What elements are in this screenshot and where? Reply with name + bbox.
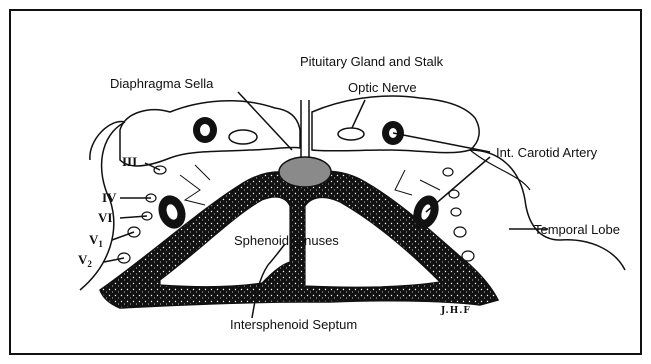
- pituitary-gland: [279, 157, 331, 187]
- label-nerve-4: IV: [102, 190, 117, 205]
- label-nerve-v1: V1: [89, 232, 103, 249]
- artist-signature: J.H.F: [440, 306, 471, 316]
- label-temporal: Temporal Lobe: [534, 222, 620, 237]
- right-optic-nerve: [338, 128, 364, 140]
- temporal-lobe-contour: [470, 150, 625, 270]
- label-nerve-3: III: [122, 154, 137, 169]
- label-nerve-v2: V2: [78, 252, 92, 269]
- label-carotid: Int. Carotid Artery: [496, 145, 598, 160]
- pituitary-stalk: [301, 100, 309, 158]
- label-diaphragma: Diaphragma Sella: [110, 76, 214, 91]
- label-optic: Optic Nerve: [348, 80, 417, 95]
- label-nerve-6: VI: [98, 210, 112, 225]
- label-sphenoid: Sphenoid Sinuses: [234, 233, 339, 248]
- label-septum: Intersphenoid Septum: [230, 317, 357, 332]
- label-pituitary: Pituitary Gland and Stalk: [300, 54, 444, 69]
- left-optic-nerve: [229, 130, 257, 144]
